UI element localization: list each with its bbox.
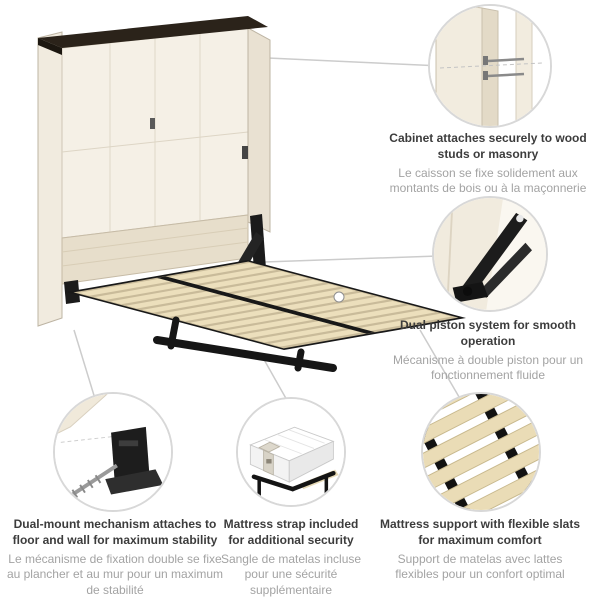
caption-subtitle-cabinet-mount: Le caisson se fixe solidement aux montan… xyxy=(389,165,587,196)
caption-title-dual-mount: Dual-mount mechanism attaches to floor a… xyxy=(12,517,218,547)
deck-knob xyxy=(333,291,345,303)
caption-subtitle-dual-piston: Mécanisme à double piston pour un foncti… xyxy=(392,352,584,383)
cabinet-mount-detail-illustration xyxy=(430,6,550,126)
callout-circle-dual-piston xyxy=(432,196,548,312)
caption-dual-piston: Dual piston system for smooth operation … xyxy=(385,318,591,384)
cabinet-top-molding xyxy=(38,16,268,48)
callout-circle-cabinet-mount xyxy=(428,4,552,128)
caption-flexible-slats: Mattress support with flexible slats for… xyxy=(378,517,582,583)
callout-circle-mattress-strap xyxy=(236,397,346,507)
dual-mount-detail-illustration xyxy=(55,394,171,510)
piston-detail-illustration xyxy=(434,198,546,310)
cabinet-open xyxy=(37,16,271,327)
caption-subtitle-dual-mount: Le mécanisme de fixation double se fixe … xyxy=(6,551,224,598)
caption-cabinet-mount: Cabinet attaches securely to wood studs … xyxy=(385,131,591,197)
callout-circle-dual-mount xyxy=(53,392,173,512)
bed-deck-slats xyxy=(66,260,466,350)
caption-title-dual-piston: Dual piston system for smooth operation xyxy=(399,318,577,348)
caption-title-flexible-slats: Mattress support with flexible slats for… xyxy=(379,517,581,547)
mattress-strap-detail-illustration xyxy=(238,399,344,505)
caption-mattress-strap: Mattress strap included for additional s… xyxy=(214,517,368,599)
connector-lines xyxy=(73,57,463,403)
caption-title-mattress-strap: Mattress strap included for additional s… xyxy=(223,517,359,547)
caption-subtitle-flexible-slats: Support de matelas avec lattes flexibles… xyxy=(395,551,565,582)
caption-dual-mount: Dual-mount mechanism attaches to floor a… xyxy=(2,517,228,599)
leg-frame xyxy=(153,316,337,372)
caption-title-cabinet-mount: Cabinet attaches securely to wood studs … xyxy=(389,131,587,161)
caption-subtitle-mattress-strap: Sangle de matelas incluse pour une sécur… xyxy=(220,551,362,598)
callout-circle-flexible-slats xyxy=(421,392,541,512)
flexible-slats-detail-illustration xyxy=(423,394,539,510)
